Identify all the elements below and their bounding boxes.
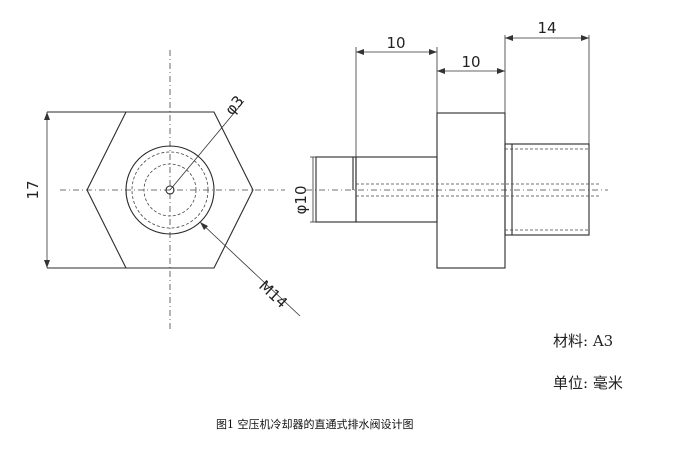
dim-b-arrow-left — [437, 68, 445, 74]
material-note: 材料: A3 — [553, 332, 614, 350]
dim-c-arrow-right — [581, 35, 589, 41]
dim-b-label: 10 — [461, 53, 480, 71]
thread-leader — [199, 221, 301, 317]
center-hole — [165, 185, 175, 195]
left-cylinder — [315, 156, 357, 223]
dim-c-arrow-left — [505, 35, 513, 41]
front-view: 17 φ3 M14 — [24, 50, 301, 330]
height-dimension-label: 17 — [24, 180, 42, 199]
unit-note: 单位: 毫米 — [553, 374, 623, 392]
height-arrow-top — [44, 112, 50, 120]
height-arrow-bottom — [44, 260, 50, 268]
thread-label: M14 — [255, 277, 291, 312]
thread-root-circle — [131, 151, 209, 229]
threaded-section — [504, 143, 590, 236]
dim-a-arrow-right — [429, 49, 437, 55]
hexagon-outline — [86, 111, 254, 269]
dia-label: φ10 — [292, 186, 310, 215]
dim-a-label: 10 — [386, 34, 405, 52]
thread-outer-circle — [125, 145, 215, 235]
inner-hidden-circle — [143, 163, 197, 217]
hole-diameter-label: φ3 — [221, 92, 247, 118]
middle-section — [355, 156, 438, 223]
hex-body — [436, 112, 506, 269]
side-view: 10 10 14 φ10 — [292, 19, 608, 269]
figure-caption: 图1 空压机冷却器的直通式排水阀设计图 — [216, 418, 414, 431]
dim-b-arrow-right — [497, 68, 505, 74]
dim-c-label: 14 — [537, 19, 556, 37]
dim-a-arrow-left — [356, 49, 364, 55]
hole-diameter-leader — [169, 100, 245, 191]
thread-leader-arrow — [200, 222, 208, 230]
